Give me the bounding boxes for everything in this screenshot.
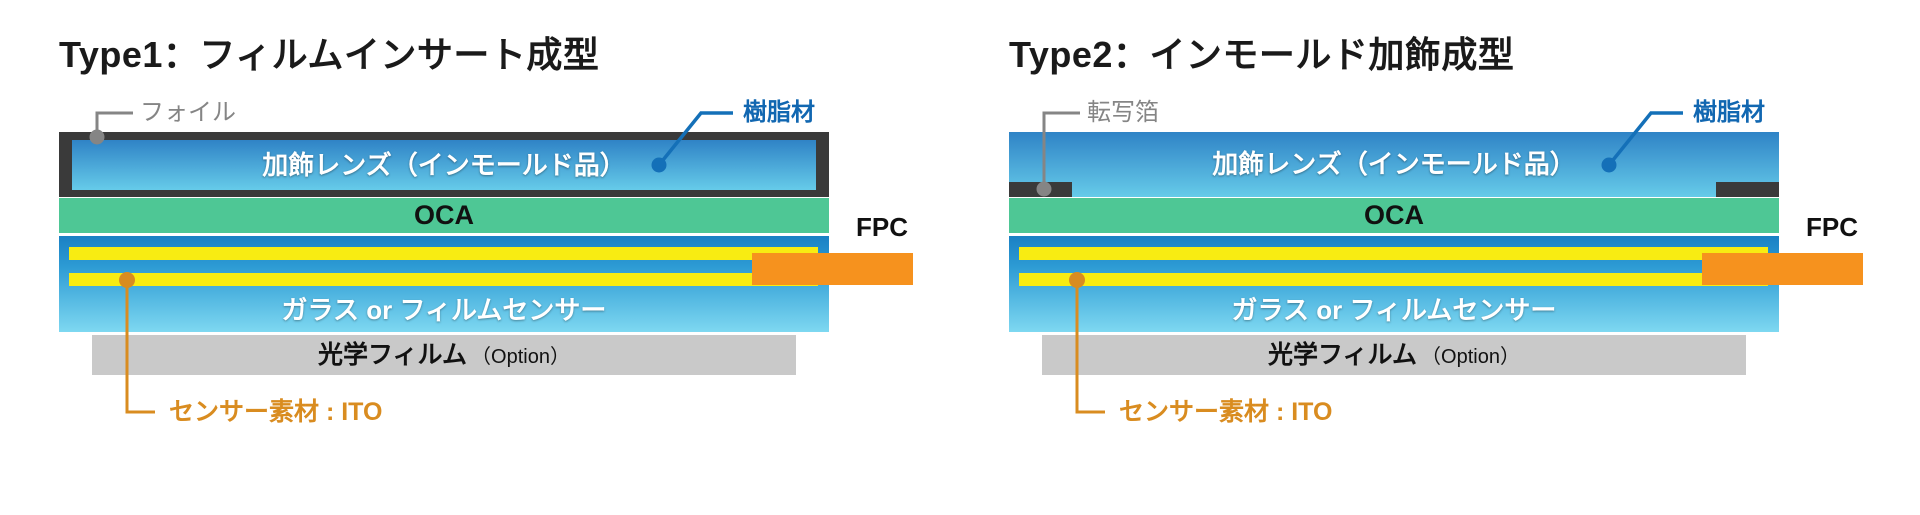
ito-strip-top <box>69 247 818 260</box>
resin-label: 樹脂材 <box>1693 99 1765 126</box>
ito-strip-bottom <box>69 273 818 286</box>
fpc-label: FPC <box>856 212 908 242</box>
transfer-foil-strip-left <box>1009 182 1072 197</box>
ito-label: センサー素材 : ITO <box>1119 398 1333 426</box>
fpc-connector <box>1702 253 1863 285</box>
decorative-lens-layer: 加飾レンズ（インモールド品） <box>72 140 816 190</box>
transfer-foil-label: 転写箔 <box>1087 99 1159 126</box>
fpc-connector <box>752 253 913 285</box>
sensor-label: ガラス or フィルムセンサー <box>1231 295 1557 325</box>
optical-film-label: 光学フィルム <box>1268 341 1418 369</box>
optical-film-layer: 光学フィルム（Option） <box>1042 335 1746 375</box>
sensor-label: ガラス or フィルムセンサー <box>281 295 607 325</box>
panel-type2: Type2：インモールド加飾成型 加飾レンズ（インモールド品） OCA ガラス … <box>1009 0 1920 515</box>
sensor-layer: ガラス or フィルムセンサー <box>1009 236 1779 332</box>
oca-label: OCA <box>1364 200 1424 230</box>
optical-film-option: （Option） <box>471 346 570 368</box>
oca-layer: OCA <box>1009 198 1779 233</box>
lens-label: 加飾レンズ（インモールド品） <box>1212 149 1576 179</box>
ito-label: センサー素材 : ITO <box>169 398 383 426</box>
fpc-label: FPC <box>1806 212 1858 242</box>
lens-label: 加飾レンズ（インモールド品） <box>262 150 626 180</box>
sensor-layer: ガラス or フィルムセンサー <box>59 236 829 332</box>
ito-strip-bottom <box>1019 273 1768 286</box>
lens-frame: 加飾レンズ（インモールド品） <box>59 132 829 197</box>
ito-strip-top <box>1019 247 1768 260</box>
optical-film-option: （Option） <box>1421 346 1520 368</box>
panel-title: Type1：フィルムインサート成型 <box>59 34 600 75</box>
foil-label: フォイル <box>140 99 236 126</box>
resin-label: 樹脂材 <box>743 99 815 126</box>
transfer-foil-strip-right <box>1716 182 1779 197</box>
optical-film-layer: 光学フィルム（Option） <box>92 335 796 375</box>
oca-label: OCA <box>414 200 474 230</box>
panel-title: Type2：インモールド加飾成型 <box>1009 34 1515 75</box>
panel-type1: Type1：フィルムインサート成型 加飾レンズ（インモールド品） OCA ガラス… <box>59 0 979 515</box>
oca-layer: OCA <box>59 198 829 233</box>
decorative-lens-layer: 加飾レンズ（インモールド品） <box>1009 132 1779 197</box>
optical-film-label: 光学フィルム <box>318 341 468 369</box>
